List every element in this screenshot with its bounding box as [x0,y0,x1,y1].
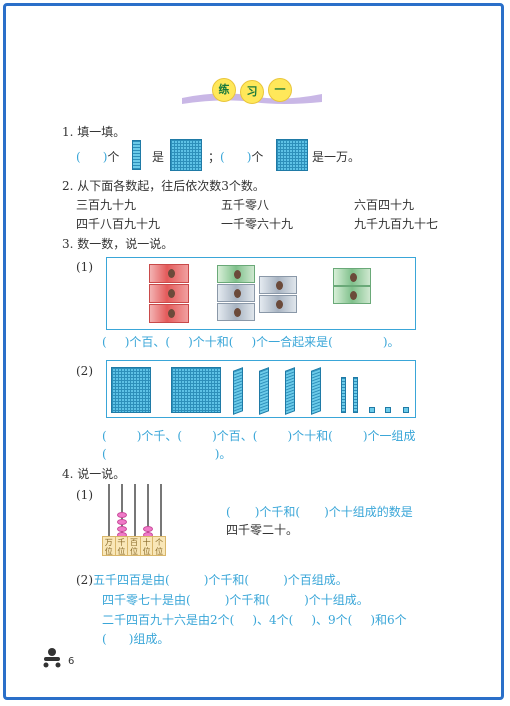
q1-row: ()个 [76,150,120,164]
q2-item-6: 九千九百九十七 [354,217,439,231]
blocks-box [106,360,416,418]
ten-thousand-cube-icon [276,139,308,171]
one-unit-icon [403,407,409,413]
q4-part1-label: (1) [76,488,93,502]
thousand-cube-icon [171,367,221,413]
abacus-rod [134,484,136,540]
q4-part1-line1: ()个千和()个十组成的数是 [226,505,413,519]
abacus-rod [147,484,149,540]
one-unit-icon [369,407,375,413]
mascot-icon [43,648,61,668]
hundred-flat-icon [233,367,243,415]
abacus-bead [117,519,127,525]
q2-item-5: 一千零六十九 [221,217,294,231]
page-number: 6 [68,656,75,667]
abacus-bead [117,512,127,518]
q4-part2-line1: (2)五千四百是由()个千和()个百组成。 [76,573,348,587]
hundred-yuan-bill-icon [149,284,189,303]
title-char-3: 一 [268,78,292,102]
q4-part2-line4: ()组成。 [102,632,170,646]
hundred-yuan-bill-icon [149,304,189,323]
ten-yuan-bill-icon [217,303,255,321]
abacus: 万位 千位 百位 十位 个位 [102,484,166,556]
title-char-1: 练 [212,78,236,102]
thousand-cube-icon [111,367,151,413]
ten-rod-icon [353,377,358,413]
q2-label: 2. 从下面各数起，往后依次数3个数。 [62,179,265,193]
q1-row2: ；()个 [208,150,264,164]
abacus-bead [143,526,153,532]
hundred-flat-icon [259,367,269,415]
page-frame [3,3,504,700]
hundred-yuan-bill-icon [149,264,189,283]
ten-yuan-bill-icon [217,284,255,302]
q4-part1-line2: 四千零二十。 [226,523,299,537]
hundred-flat-icon [311,367,321,415]
q2-item-2: 五千零八 [221,198,270,212]
q4-part2-line3: 二千四百九十六是由2个()、4个()、9个()和6个 [102,613,407,627]
one-unit-icon [385,407,391,413]
q1-shi: 是 [152,150,165,164]
q3-part2-text2: ()。 [102,447,232,461]
abacus-bead [117,526,127,532]
ten-yuan-bill-icon [217,265,255,283]
hundred-flat-icon [285,367,295,415]
abacus-place-labels: 万位 千位 百位 十位 个位 [102,536,166,556]
q4-part2-line2: 四千零七十是由()个千和()个十组成。 [102,593,369,607]
abacus-rod [108,484,110,540]
q3-part2-text: ()个千、()个百、()个十和()个一组成 [102,429,416,443]
thousand-cube-icon [170,139,202,171]
q2-item-1: 三百九十九 [76,198,137,212]
abacus-rod [160,484,162,540]
ten-rod-icon [341,377,346,413]
ten-yuan-bill-icon [259,295,297,313]
q3-part1-label: (1) [76,260,93,274]
q3-label: 3. 数一数，说一说。 [62,237,174,251]
one-yuan-bill-icon [333,286,371,304]
one-yuan-bill-icon [333,268,371,286]
q1-end: 是一万。 [312,150,361,164]
thousand-rod-icon [132,140,141,170]
q1-label: 1. 填一填。 [62,125,126,139]
ten-yuan-bill-icon [259,276,297,294]
money-box [106,257,416,330]
q3-part1-text: ()个百、()个十和()个一合起来是()。 [102,335,400,349]
q3-part2-label: (2) [76,364,93,378]
q4-label: 4. 说一说。 [62,467,126,481]
q2-item-4: 四千八百九十九 [76,217,161,231]
q2-item-3: 六百四十九 [354,198,415,212]
section-title: 练 习 一 [182,78,322,108]
title-char-2: 习 [240,80,264,104]
